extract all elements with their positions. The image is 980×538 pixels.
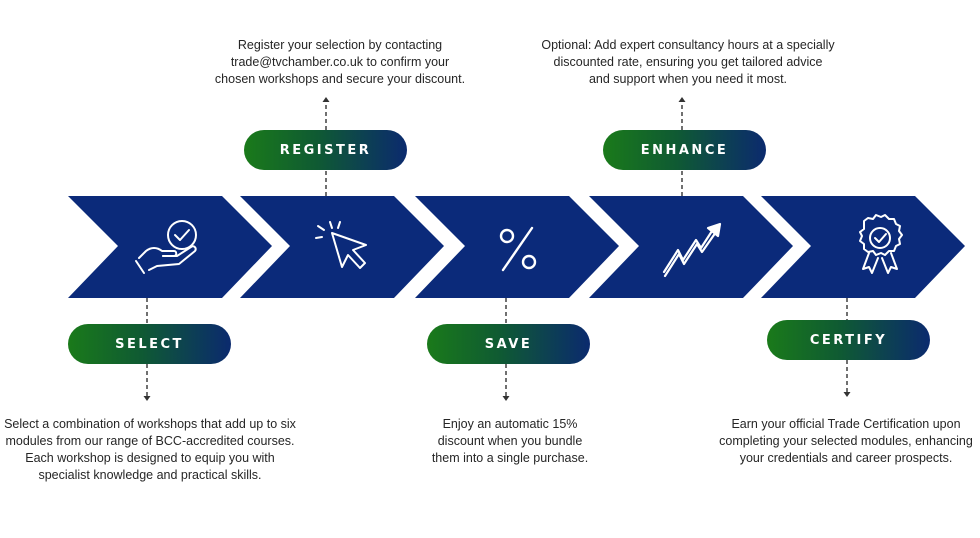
arrow-down-icon xyxy=(502,396,510,401)
step-label-register: REGISTER xyxy=(244,130,407,170)
step-description-certify: Earn your official Trade Certification u… xyxy=(719,417,973,465)
chevron-step-1 xyxy=(68,196,272,298)
step-description-save: Enjoy an automatic 15% discount when you… xyxy=(431,417,589,465)
trend-up-icon xyxy=(662,222,722,278)
arrow-up-icon xyxy=(678,97,686,102)
cursor-click-icon xyxy=(315,221,367,269)
percent-icon xyxy=(499,226,537,272)
arrow-down-icon xyxy=(843,392,851,397)
step-description-register: Register your selection by contacting tr… xyxy=(214,38,466,86)
step-description-select: Select a combination of workshops that a… xyxy=(4,417,296,482)
step-label-certify: CERTIFY xyxy=(767,320,930,360)
chevron-step-3 xyxy=(415,196,619,298)
award-badge-icon xyxy=(859,214,903,274)
arrow-down-icon xyxy=(143,396,151,401)
step-description-enhance: Optional: Add expert consultancy hours a… xyxy=(541,38,835,86)
chevron-step-2 xyxy=(240,196,444,298)
step-label-save: SAVE xyxy=(427,324,590,364)
hand-check-icon xyxy=(135,220,197,274)
arrow-up-icon xyxy=(322,97,330,102)
step-label-enhance: ENHANCE xyxy=(603,130,766,170)
step-label-select: SELECT xyxy=(68,324,231,364)
